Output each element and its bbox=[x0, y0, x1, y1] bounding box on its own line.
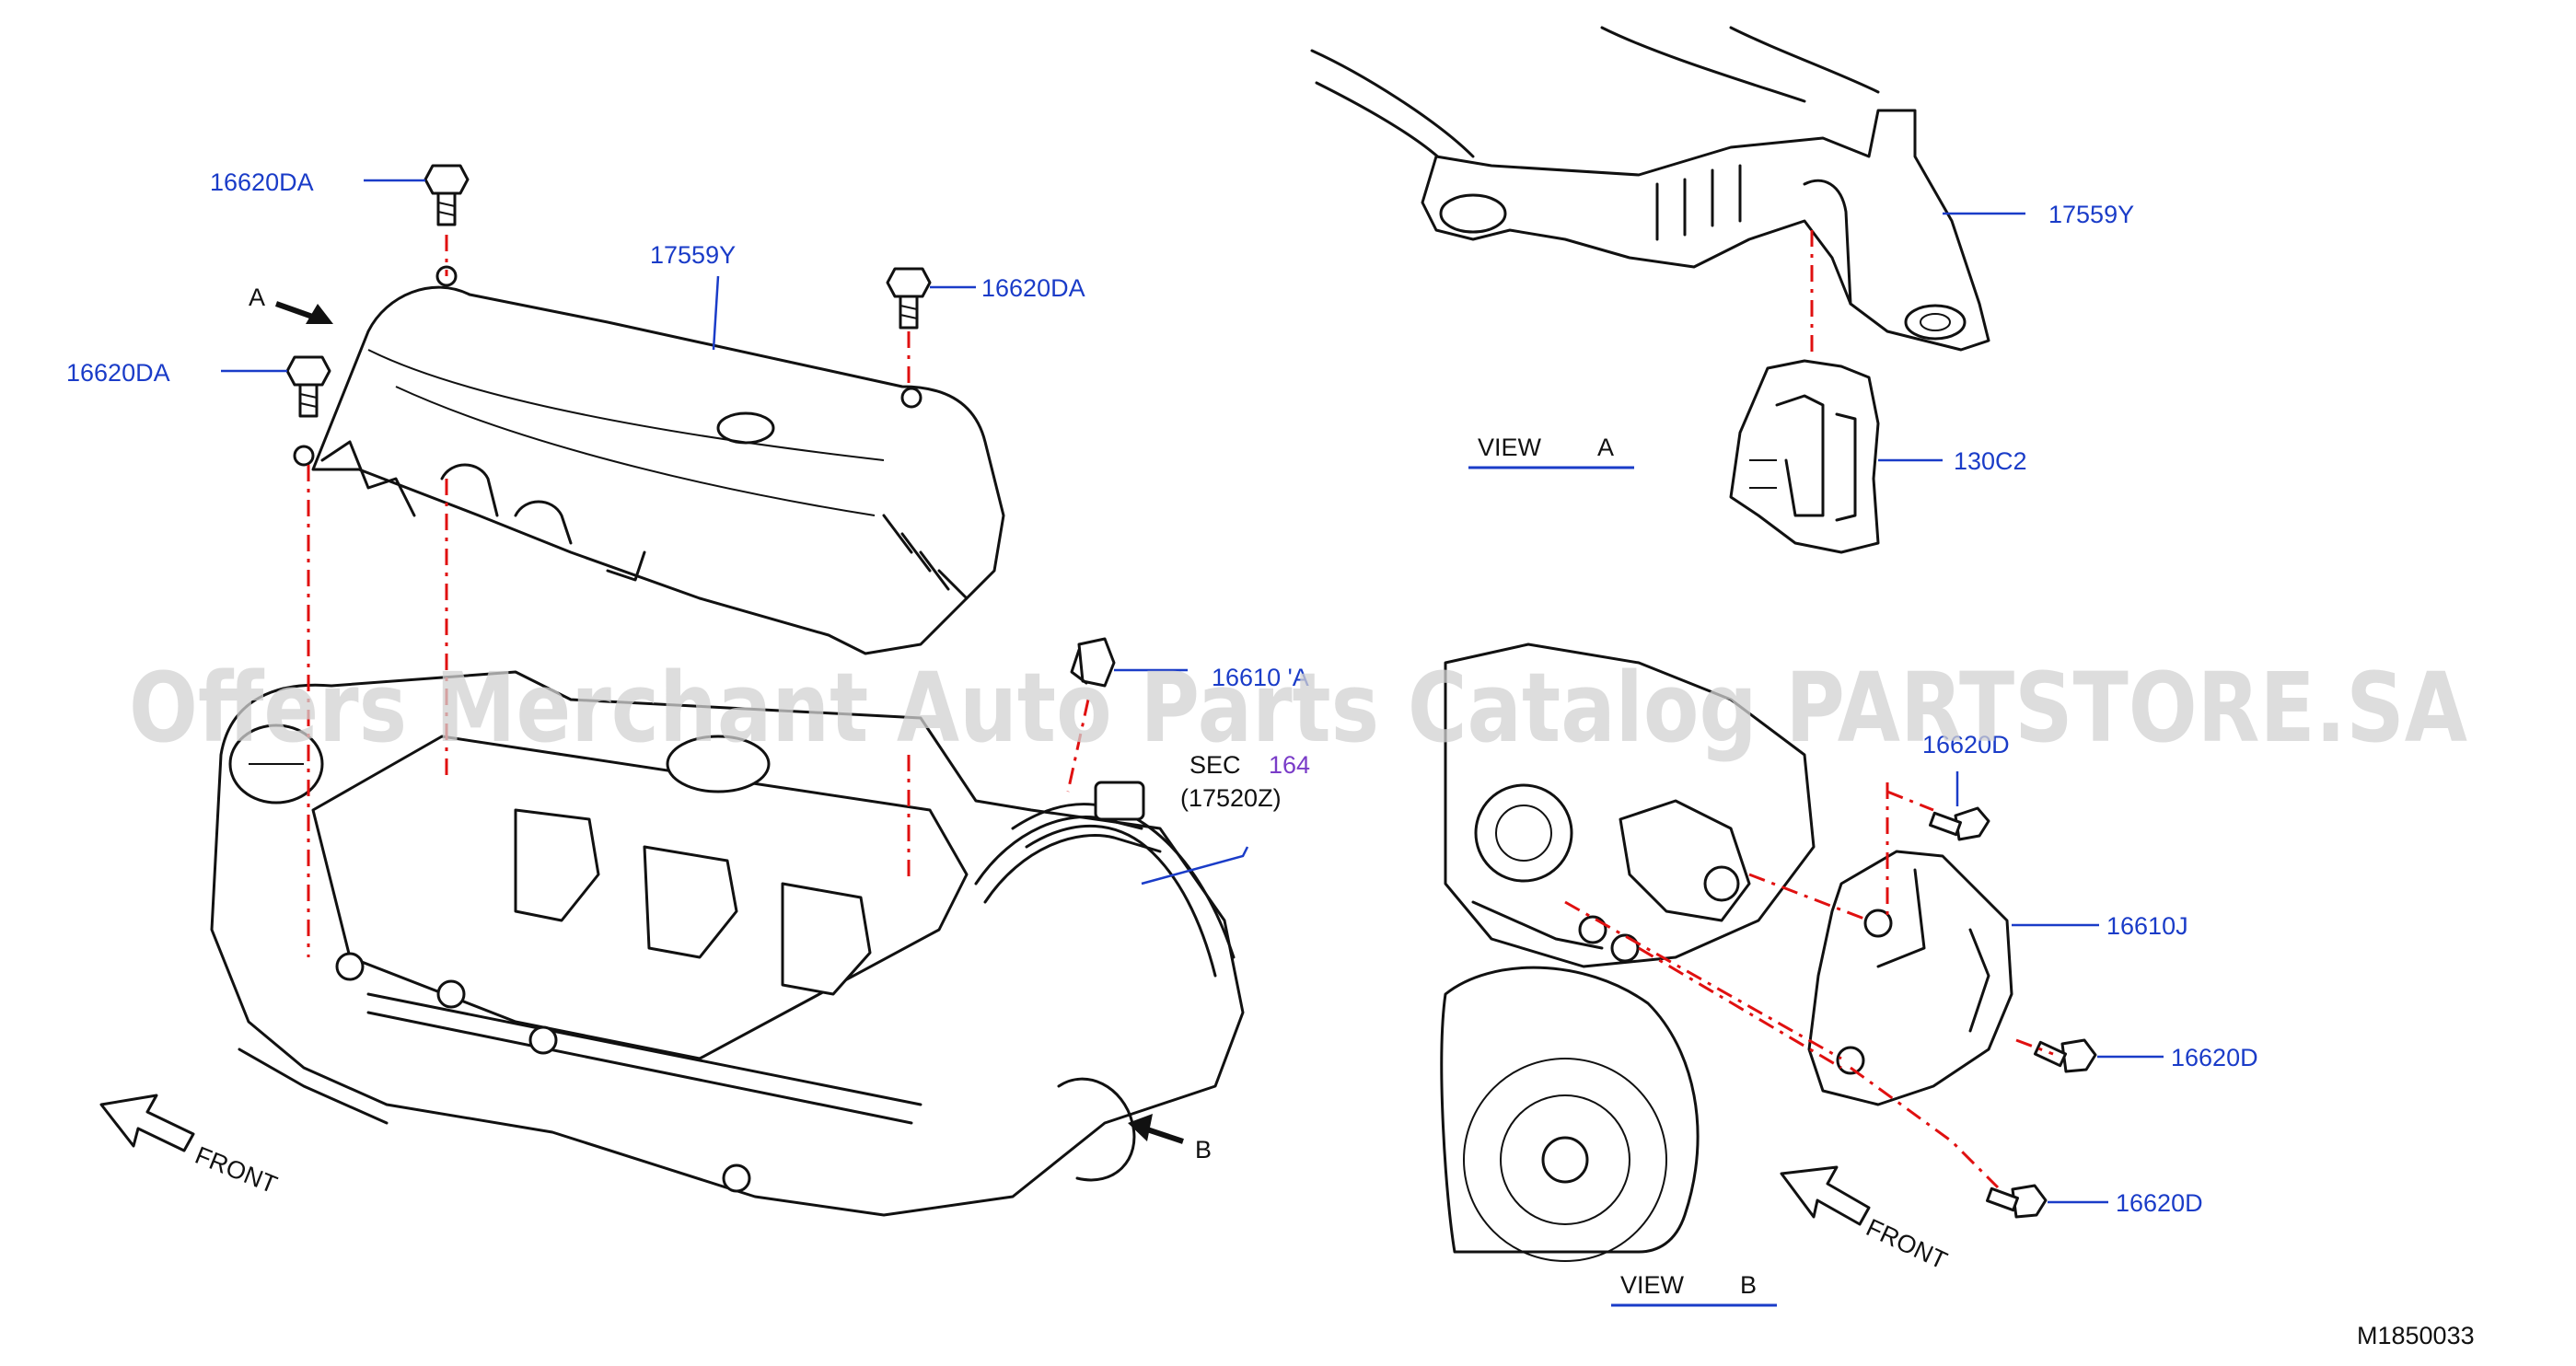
bolt-16620DA-right bbox=[886, 267, 932, 330]
front-arrow-right bbox=[1780, 1165, 1871, 1226]
view-a-letter: A bbox=[1597, 434, 1614, 461]
diagram-id: M1850033 bbox=[2357, 1322, 2475, 1349]
view-a-title: VIEW bbox=[1478, 434, 1542, 461]
label-17559Y-cover: 17559Y bbox=[650, 241, 736, 269]
bolt-16620D-mid bbox=[2033, 1038, 2097, 1073]
sec-part: (17520Z) bbox=[1180, 784, 1282, 812]
view-a-marker: A bbox=[249, 284, 265, 311]
watermark-text: Offers Merchant Auto Parts Catalog PARTS… bbox=[129, 652, 2467, 764]
sec-number: 164 bbox=[1269, 751, 1310, 779]
view-b-marker: B bbox=[1195, 1136, 1212, 1163]
label-16610J: 16610J bbox=[2106, 912, 2188, 940]
label-16610-clip: 16610 'A bbox=[1212, 664, 1309, 691]
label-130C2: 130C2 bbox=[1954, 447, 2027, 475]
view-b-drawing bbox=[1440, 642, 2097, 1262]
front-arrow-left bbox=[99, 1094, 195, 1152]
front-label-right: FRONT bbox=[1862, 1213, 1951, 1274]
engine-assembly-drawing bbox=[210, 164, 1245, 1217]
label-17559Y-view-a: 17559Y bbox=[2048, 201, 2134, 228]
view-a-arrow bbox=[274, 301, 333, 324]
front-label-left: FRONT bbox=[191, 1141, 281, 1199]
label-16620DA-right: 16620DA bbox=[981, 274, 1085, 302]
bolt-16620DA-left bbox=[285, 355, 331, 418]
bolt-16620DA-top bbox=[424, 164, 470, 226]
view-b-letter: B bbox=[1740, 1271, 1757, 1299]
label-16620D-bottom: 16620D bbox=[2116, 1189, 2203, 1217]
bolt-16620D-top bbox=[1929, 806, 1990, 841]
label-16620DA-left: 16620DA bbox=[66, 359, 170, 387]
view-a-drawing bbox=[1310, 26, 1990, 554]
label-16620D-top: 16620D bbox=[1922, 731, 2010, 758]
label-16620DA-top: 16620DA bbox=[210, 168, 314, 196]
label-16620D-mid: 16620D bbox=[2171, 1044, 2258, 1071]
leader-lines-view-b bbox=[1955, 771, 2164, 1204]
clip-16610 bbox=[1070, 637, 1116, 688]
view-b-arrow bbox=[1128, 1114, 1184, 1144]
sec-prefix: SEC bbox=[1189, 751, 1241, 779]
leader-lines-left bbox=[221, 179, 1249, 886]
view-b-title: VIEW bbox=[1620, 1271, 1685, 1299]
leader-lines-view-a bbox=[1878, 212, 2025, 462]
bolt-16620D-bottom bbox=[1986, 1184, 2048, 1219]
